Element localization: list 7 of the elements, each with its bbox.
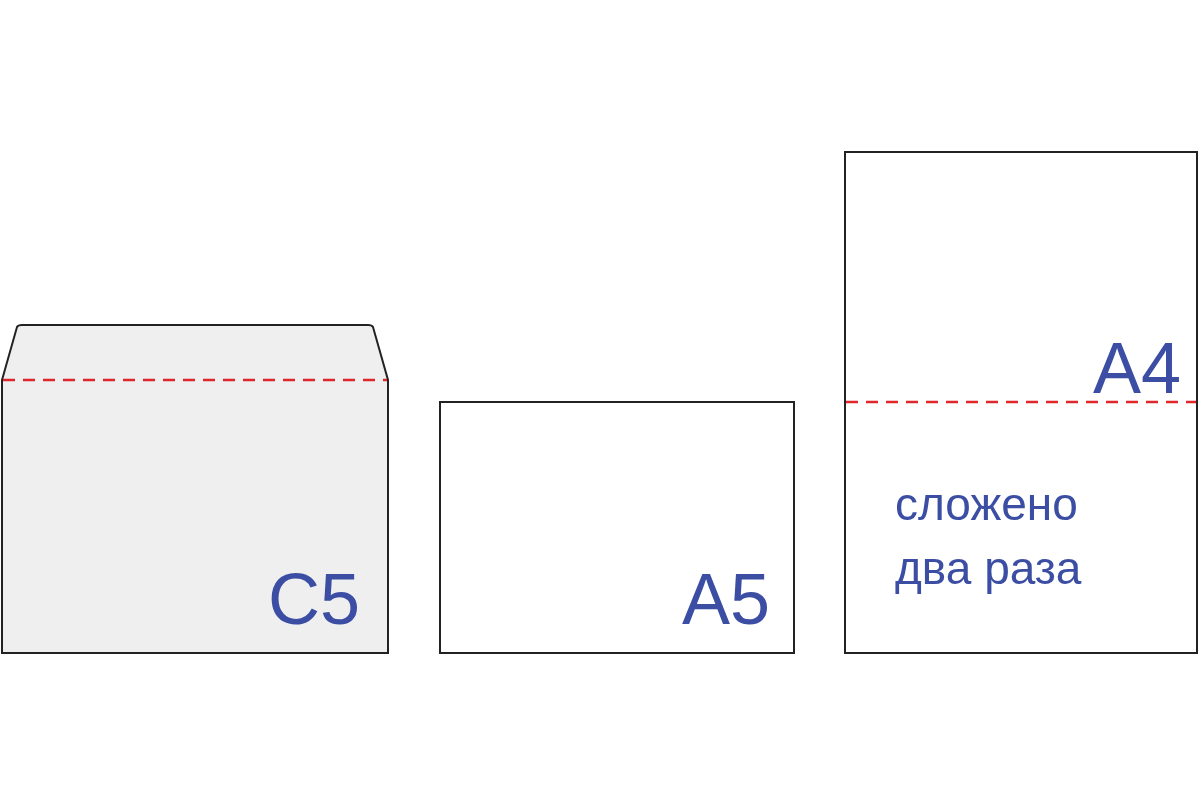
paper-sheet	[440, 402, 794, 653]
size-label: A5	[681, 563, 770, 635]
envelope	[2, 323, 388, 653]
paper-sheet	[845, 152, 1197, 653]
note-text: сложено два раза	[895, 477, 1083, 597]
size-label: C5	[267, 563, 360, 635]
size-label: A4	[1092, 332, 1181, 404]
